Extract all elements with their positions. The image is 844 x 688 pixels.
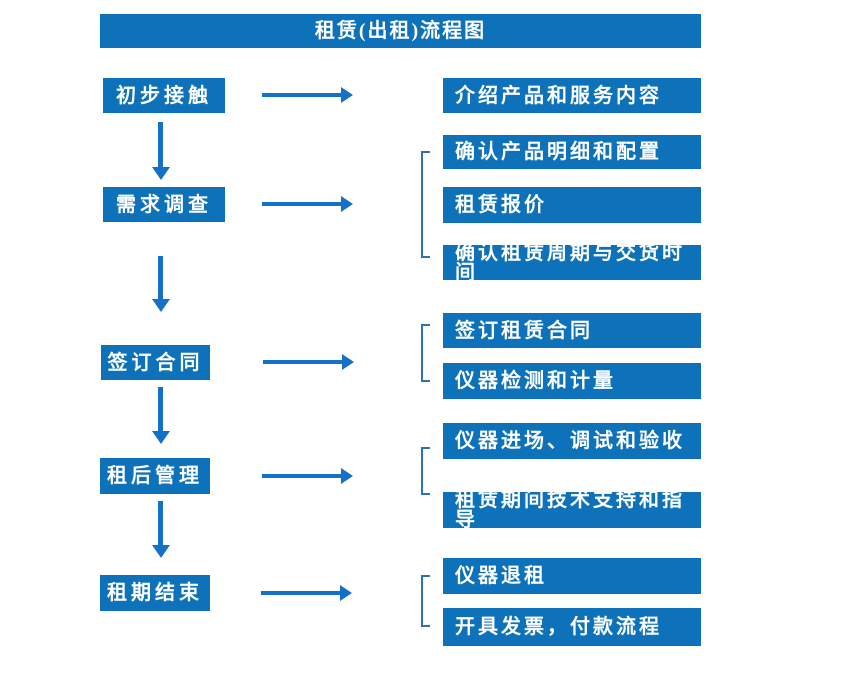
arrow-shaft	[263, 360, 343, 364]
output-box-instrument-return: 仪器退租	[443, 558, 701, 594]
stage-box-demand-survey: 需求调查	[103, 187, 225, 222]
group-bracket-demand-survey	[421, 151, 430, 258]
arrow-head	[342, 354, 354, 370]
arrow-head	[152, 167, 170, 180]
title-bar: 租赁(出租)流程图	[100, 14, 701, 48]
stage-box-sign-contract: 签订合同	[101, 345, 210, 380]
arrow-shaft	[262, 474, 342, 478]
stage-box-initial-contact: 初步接触	[103, 78, 225, 113]
right-arrow-icon-1	[262, 87, 353, 103]
output-box-invoice-payment: 开具发票，付款流程	[443, 608, 701, 646]
arrow-shaft	[261, 591, 341, 595]
output-box-introduce-products: 介绍产品和服务内容	[443, 78, 701, 113]
arrow-shaft	[262, 93, 342, 97]
output-box-instrument-setup-acceptance: 仪器进场、调试和验收	[443, 423, 701, 459]
arrow-head	[341, 196, 353, 212]
down-arrow-icon-4	[152, 501, 170, 558]
right-arrow-icon-4	[262, 468, 353, 484]
output-box-sign-rental-contract: 签订租赁合同	[443, 313, 701, 348]
group-bracket-sign-contract	[421, 324, 430, 382]
down-arrow-icon-2	[152, 256, 170, 312]
arrow-head	[340, 585, 352, 601]
arrow-head	[152, 545, 170, 558]
output-box-instrument-testing: 仪器检测和计量	[443, 363, 701, 399]
output-box-confirm-period-delivery: 确认租赁周期与交货时间	[443, 243, 701, 283]
stage-box-rental-end: 租期结束	[100, 575, 210, 611]
group-bracket-post-rental	[421, 447, 430, 495]
down-arrow-icon-1	[152, 122, 170, 180]
page-title: 租赁(出租)流程图	[314, 20, 487, 42]
arrow-shaft	[262, 202, 342, 206]
arrow-shaft	[158, 122, 163, 168]
group-bracket-rental-end	[421, 575, 430, 627]
right-arrow-icon-3	[263, 354, 354, 370]
arrow-head	[152, 431, 170, 444]
arrow-shaft	[158, 387, 163, 432]
arrow-shaft	[158, 501, 163, 546]
output-box-technical-support: 租赁期间技术支持和指导	[443, 490, 701, 530]
arrow-head	[152, 299, 170, 312]
right-arrow-icon-5	[261, 585, 352, 601]
arrow-shaft	[158, 256, 163, 300]
stage-box-post-rental-management: 租后管理	[100, 458, 210, 494]
output-box-rental-quotation: 租赁报价	[443, 187, 701, 223]
right-arrow-icon-2	[262, 196, 353, 212]
output-box-confirm-product-details: 确认产品明细和配置	[443, 135, 701, 169]
arrow-head	[341, 87, 353, 103]
down-arrow-icon-3	[152, 387, 170, 444]
arrow-head	[341, 468, 353, 484]
